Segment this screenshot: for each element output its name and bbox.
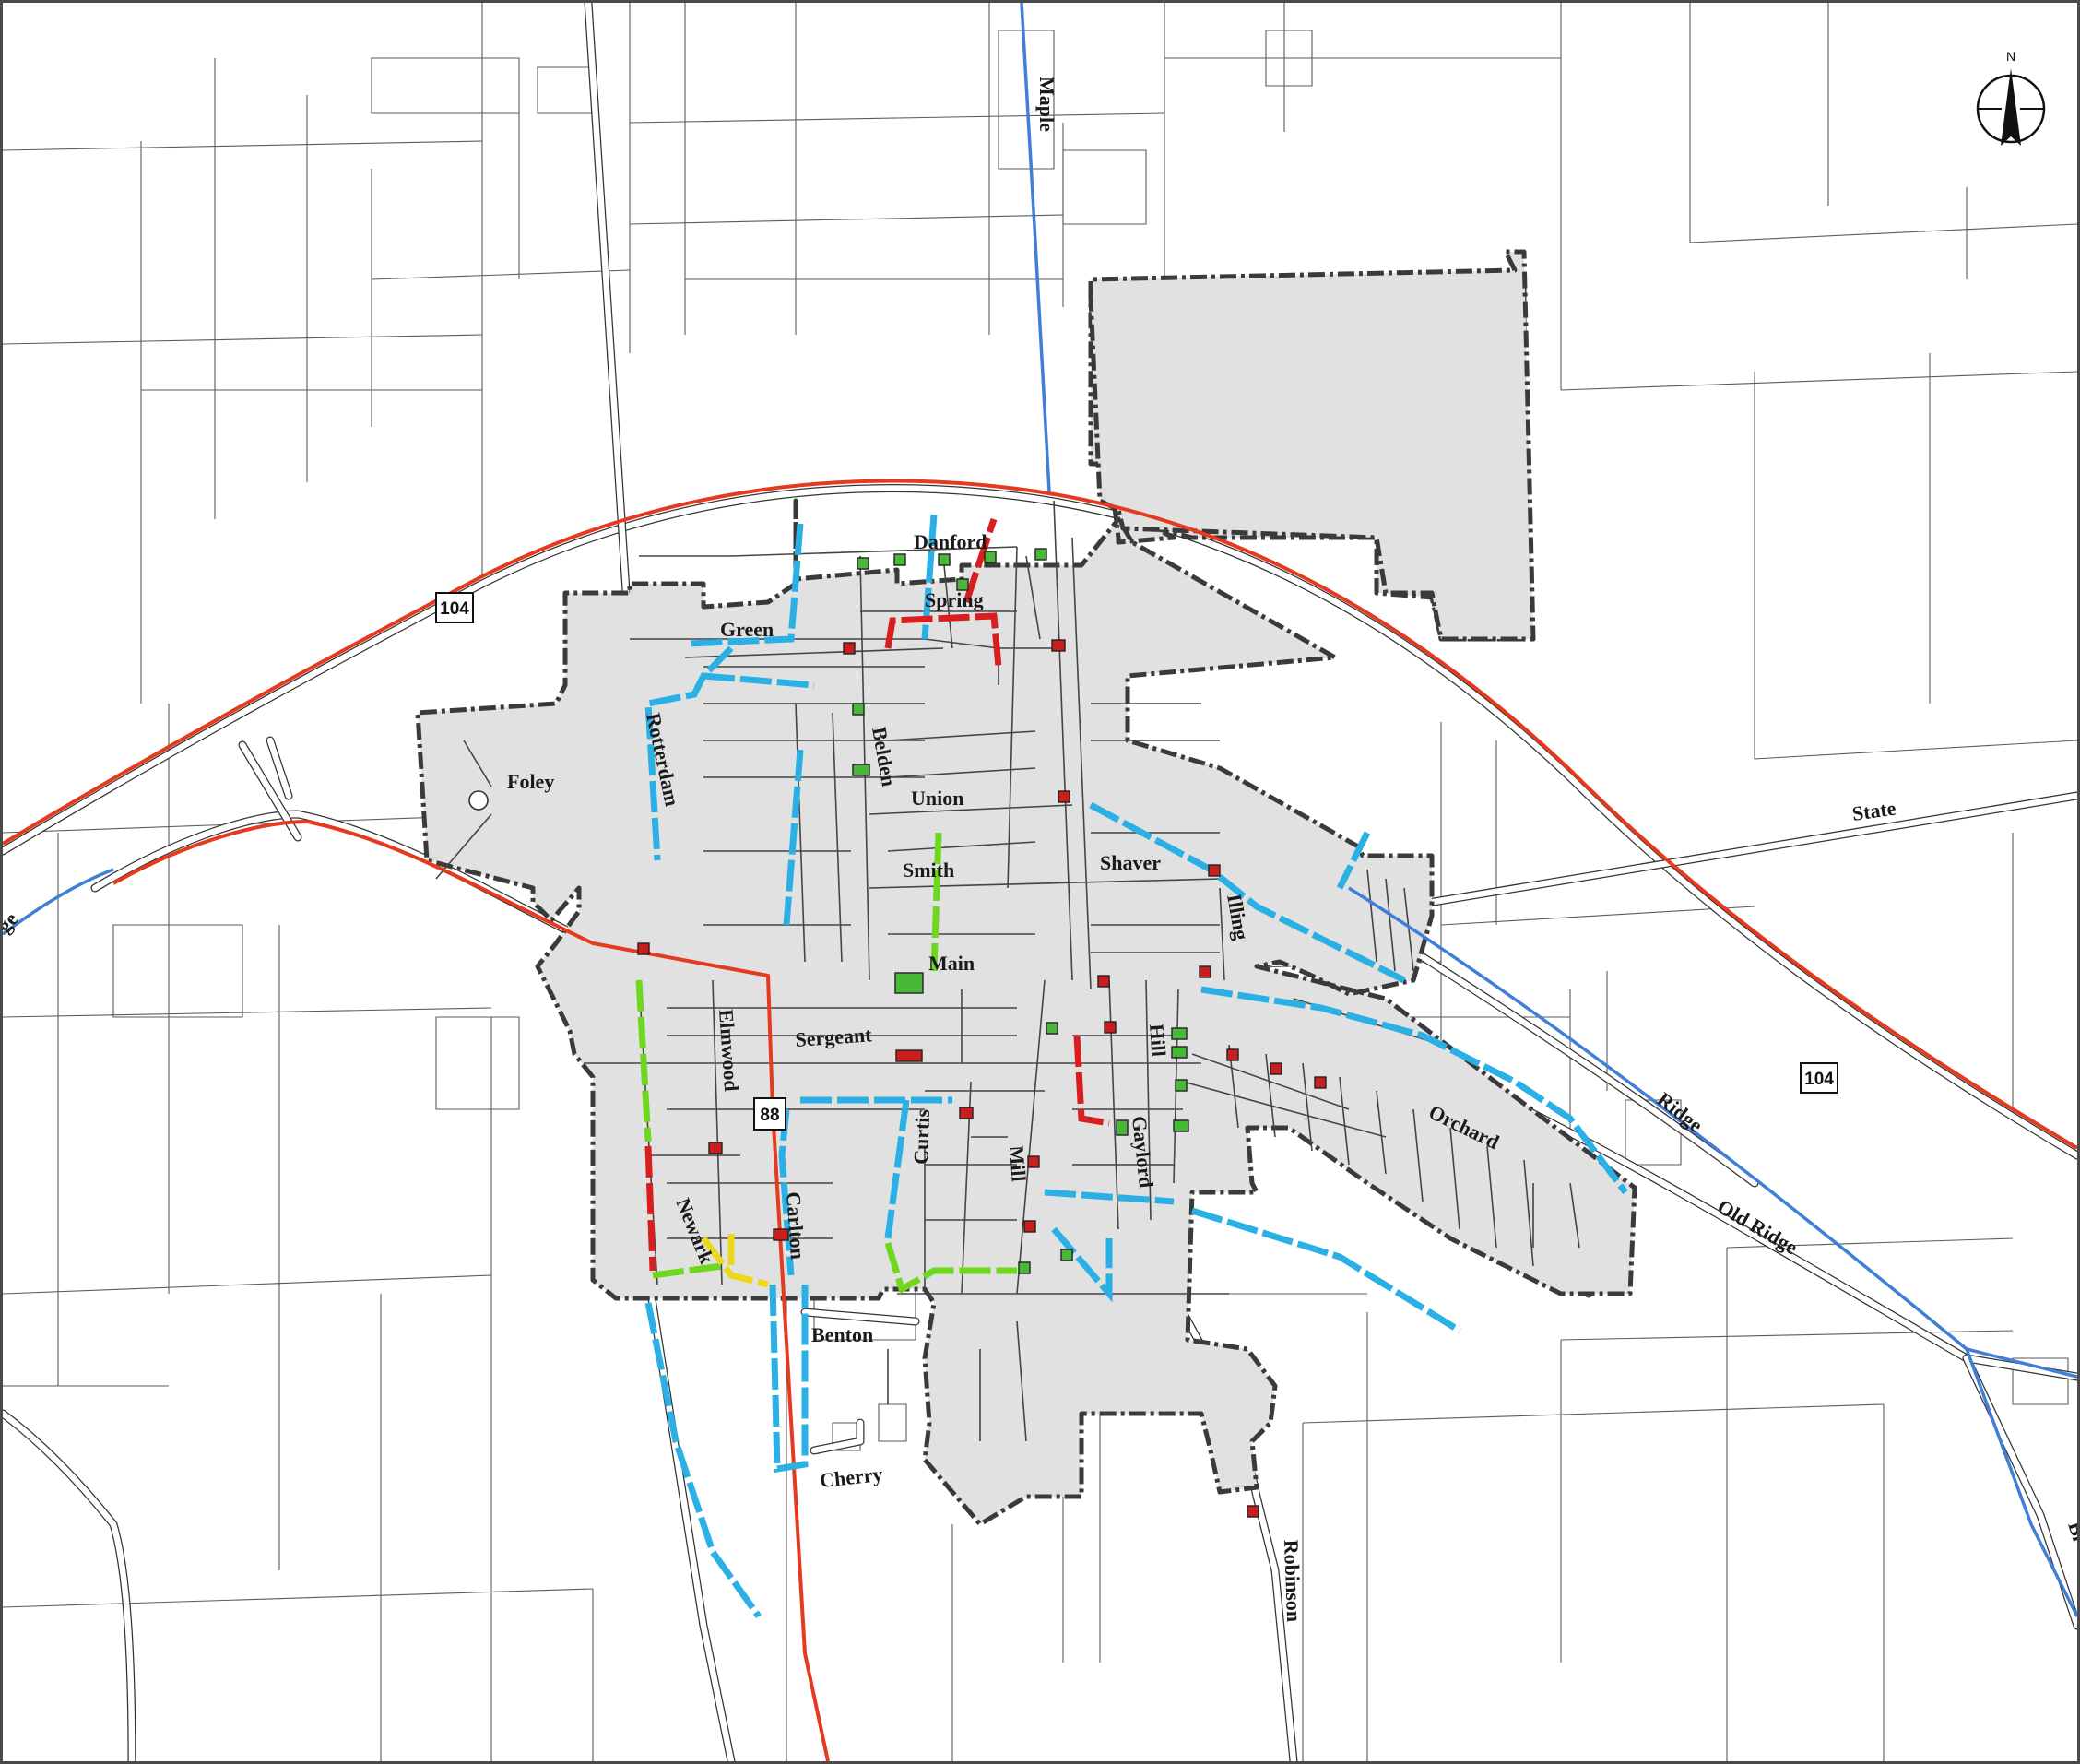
- street-label: Bl: [2063, 1519, 2077, 1545]
- street-label: Union: [911, 787, 963, 810]
- street-label: Smith: [903, 858, 954, 882]
- route-shield-label: 104: [440, 599, 469, 619]
- street-label: Sergeant: [795, 1023, 873, 1051]
- street-label: Curtis: [909, 1108, 934, 1165]
- north-label: N: [2006, 49, 2015, 64]
- north-arrow-icon: [2001, 68, 2021, 146]
- street-label: ge: [3, 907, 22, 937]
- street-label: Main: [928, 952, 975, 975]
- street-label: Robinson: [1280, 1539, 1306, 1622]
- village-boundary: [415, 249, 1637, 1527]
- street-label: Shaver: [1100, 851, 1161, 874]
- route-shield: 104: [1800, 1062, 1838, 1094]
- cul-de-sac: [468, 790, 489, 811]
- street-label: Spring: [925, 588, 984, 611]
- street-label: Mill: [1005, 1145, 1031, 1183]
- hydrant-markers: [637, 548, 1327, 1518]
- street-label: Cherry: [819, 1462, 884, 1492]
- street-label: Green: [720, 618, 774, 641]
- route-shield-label: 104: [1804, 1070, 1834, 1089]
- route-shield-label: 88: [760, 1106, 779, 1125]
- north-arrow: N: [1976, 49, 2046, 146]
- street-label: Elmwood: [715, 1009, 743, 1093]
- street-label: Danford: [914, 530, 987, 553]
- street-label: Carlton: [782, 1191, 810, 1261]
- street-label: Hill: [1145, 1024, 1170, 1058]
- street-label: Foley: [507, 770, 554, 793]
- street-label: Maple: [1035, 77, 1058, 132]
- water-main-lines: [3, 3, 2077, 1617]
- street-label: Benton: [811, 1323, 873, 1346]
- route-shield: 88: [753, 1097, 786, 1131]
- map-canvas[interactable]: 104 104 88 Maple Danford Spring Green Ro…: [3, 3, 2077, 1761]
- street-label: State: [1850, 797, 1897, 825]
- route-shield: 104: [435, 592, 474, 623]
- state-route-lines: [3, 479, 2077, 1761]
